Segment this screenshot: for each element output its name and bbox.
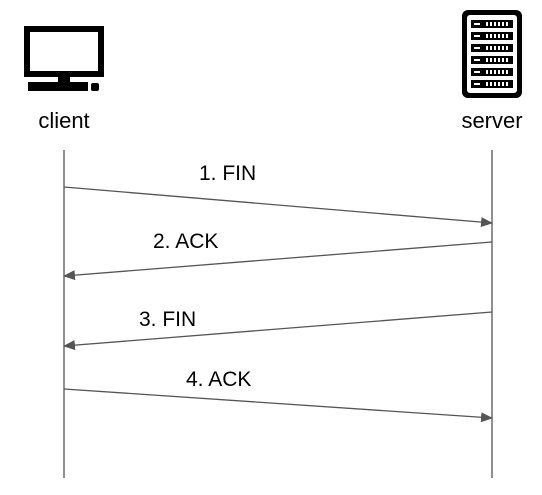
- computer-icon: [24, 26, 104, 91]
- message-label-1: 1. FIN: [199, 162, 257, 185]
- message-label-2: 2. ACK: [153, 230, 219, 253]
- message-arrow-4: [63, 388, 493, 423]
- server-label: server: [461, 108, 523, 133]
- server-rack-icon: [462, 10, 522, 98]
- client-label: client: [38, 108, 90, 133]
- message-arrow-3: [63, 311, 493, 351]
- message-arrow-2: [63, 241, 493, 281]
- message-arrow-1: [63, 186, 493, 228]
- message-label-3: 3. FIN: [139, 308, 197, 331]
- message-label-4: 4. ACK: [186, 368, 252, 391]
